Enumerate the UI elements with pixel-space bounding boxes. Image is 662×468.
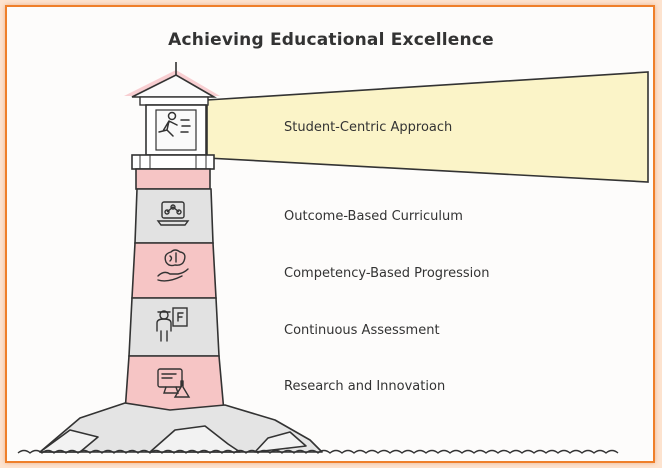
beam-label-student-centric: Student-Centric Approach xyxy=(284,120,453,135)
tier-label-continuous-assessment: Continuous Assessment xyxy=(284,323,440,338)
tier-band-2 xyxy=(131,242,217,299)
teacher-board-icon xyxy=(156,307,188,342)
running-student-icon xyxy=(158,111,191,137)
tier-band-3 xyxy=(128,297,220,357)
rocks xyxy=(39,402,323,453)
diagram-title: Achieving Educational Excellence xyxy=(168,30,494,50)
tier-band-4 xyxy=(124,355,225,413)
computer-flask-icon xyxy=(157,368,191,398)
tier-band-1 xyxy=(134,188,214,244)
brain-in-hand-icon xyxy=(157,249,189,282)
light-beam xyxy=(206,71,649,183)
tier-label-research-innovation: Research and Innovation xyxy=(284,379,446,394)
curriculum-network-icon xyxy=(156,201,190,226)
lighthouse-gallery xyxy=(131,154,215,170)
tier-label-competency-based: Competency-Based Progression xyxy=(284,266,490,281)
tier-label-outcome-based: Outcome-Based Curriculum xyxy=(284,209,463,224)
water-waves xyxy=(17,449,619,454)
